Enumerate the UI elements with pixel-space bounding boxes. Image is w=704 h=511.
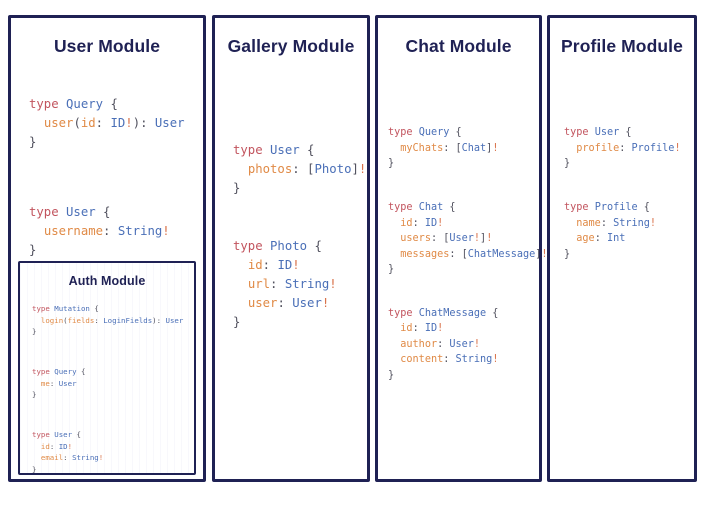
spacer — [378, 182, 539, 190]
code-block-auth-query: type Query { me: User } — [32, 367, 86, 400]
spacer — [11, 57, 203, 83]
code-block-user-query: type Query { user(id: ID!): User } — [29, 97, 185, 150]
panel-profile-module[interactable]: Profile Module type User { profile: Prof… — [547, 15, 697, 482]
code-block-chat-message: type ChatMessage { id: ID! author: User!… — [388, 307, 499, 381]
panel-gallery-module[interactable]: Gallery Module type User { photos: [Phot… — [212, 15, 370, 482]
panel-title-profile-module: Profile Module — [561, 36, 683, 56]
panel-title-gallery-module: Gallery Module — [227, 36, 355, 56]
code-block-user-type: type User { username: String! } — [29, 204, 170, 257]
panel-auth-module[interactable]: Auth Module type Mutation { login(fields… — [18, 261, 196, 475]
code-block-gallery-photo: type Photo { id: ID! url: String! user: … — [233, 238, 337, 329]
spacer — [20, 345, 194, 359]
spacer — [20, 408, 194, 422]
code-block-chat-query: type Query { myChats: [Chat]! } — [388, 127, 499, 170]
code-block-auth-mutation: type Mutation { login(fields: LoginField… — [32, 304, 184, 337]
spacer — [20, 288, 194, 296]
spacer — [378, 288, 539, 296]
panel-title-chat-module: Chat Module — [405, 36, 512, 56]
code-block-profile-profile: type Profile { name: String! age: Int } — [564, 202, 657, 260]
code-block-gallery-user: type User { photos: [Photo]! } — [233, 143, 367, 196]
code-block-profile-user: type User { profile: Profile! } — [564, 127, 681, 170]
panel-title-user-module: User Module — [53, 36, 161, 56]
spacer — [550, 182, 694, 190]
spacer — [378, 57, 539, 115]
spacer — [550, 57, 694, 115]
spacer — [215, 57, 367, 129]
code-block-auth-user: type User { id: ID! email: String! } — [32, 430, 104, 474]
panel-chat-module[interactable]: Chat Module type Query { myChats: [Chat]… — [375, 15, 548, 482]
spacer — [215, 211, 367, 225]
code-block-chat-chat: type Chat { id: ID! users: [User!]! mess… — [388, 202, 548, 276]
panel-title-auth-module: Auth Module — [68, 274, 146, 288]
spacer — [11, 165, 203, 191]
panel-user-module[interactable]: User Module type Query { user(id: ID!): … — [8, 15, 206, 482]
